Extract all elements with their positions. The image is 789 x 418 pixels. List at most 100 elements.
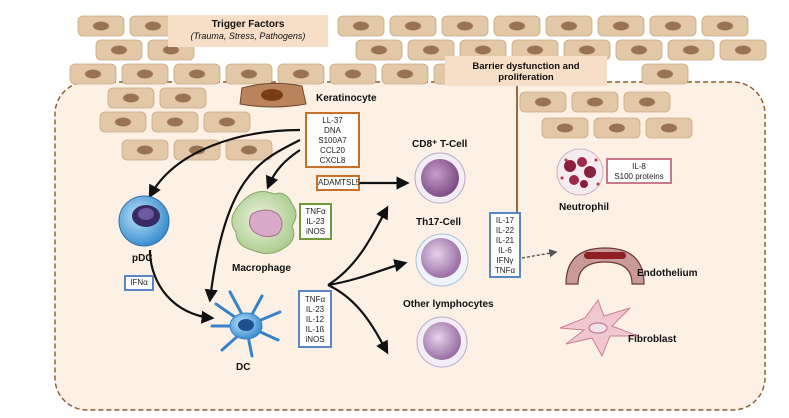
- barrier-line2: proliferation: [498, 72, 554, 83]
- neutrophil-factors-box: IL-8 S100 proteins: [606, 158, 672, 184]
- factor-item: IFNγ: [496, 256, 514, 265]
- factor-item: CCL20: [320, 146, 345, 155]
- keratinocyte-nucleus: [293, 69, 309, 79]
- keratinocyte-nucleus: [535, 97, 551, 107]
- factor-item: IL-8: [632, 162, 646, 171]
- trigger-subtitle: (Trauma, Stress, Pathogens): [190, 31, 306, 41]
- keratinocyte-nucleus: [137, 69, 153, 79]
- macrophage-factors-box: TNFα IL-23 iNOS: [299, 203, 332, 240]
- cd8-tcell: [414, 152, 466, 204]
- factor-item: IL-23: [305, 305, 325, 314]
- factor-item: S100 proteins: [614, 172, 664, 181]
- keratinocyte-label: Keratinocyte: [316, 93, 377, 104]
- keratinocyte-nucleus: [661, 123, 677, 133]
- keratinocyte-nucleus: [631, 45, 647, 55]
- factor-item: IL-1ß: [305, 325, 325, 334]
- keratinocyte-nucleus: [353, 21, 369, 31]
- factor-item: CXCL8: [319, 156, 346, 165]
- keratinocyte-nucleus: [423, 45, 439, 55]
- keratinocyte-nucleus: [241, 69, 257, 79]
- keratinocyte-nucleus: [371, 45, 387, 55]
- endothelium-vessel: [565, 247, 645, 285]
- keratinocyte-cell: [239, 82, 307, 108]
- ifna-label: IFNα: [130, 278, 148, 287]
- keratinocyte-nucleus: [735, 45, 751, 55]
- trigger-factors-header: Trigger Factors (Trauma, Stress, Pathoge…: [168, 15, 328, 47]
- trigger-title: Trigger Factors: [211, 19, 285, 30]
- keratinocyte-nucleus: [561, 21, 577, 31]
- factor-item: S100A7: [318, 136, 347, 145]
- pdc-cell: [118, 195, 170, 247]
- fibroblast-cell: [559, 298, 639, 358]
- factor-item: iNOS: [305, 335, 325, 344]
- dc-label: DC: [236, 362, 251, 373]
- dc-body: [229, 312, 263, 340]
- adamtsl5-box: ADAMTSL5: [316, 175, 360, 191]
- factor-item: iNOS: [305, 227, 326, 236]
- keratinocyte-nucleus: [189, 69, 205, 79]
- factor-item: IL-23: [306, 217, 325, 226]
- keratinocyte-nucleus: [557, 123, 573, 133]
- endothelium-label: Endothelium: [637, 268, 698, 279]
- factor-item: DNA: [324, 126, 341, 135]
- keratinocyte-nucleus: [457, 21, 473, 31]
- keratinocyte-nucleus: [639, 97, 655, 107]
- keratinocyte-nucleus: [579, 45, 595, 55]
- keratinocyte-nucleus: [475, 45, 491, 55]
- factor-item: IL-6: [498, 246, 512, 255]
- keratinocyte-nucleus: [241, 145, 257, 155]
- other-lymphocyte: [416, 316, 468, 368]
- keratinocyte-nucleus: [137, 145, 153, 155]
- keratinocyte-factors-box: LL-37 DNA S100A7 CCL20 CXCL8: [305, 112, 360, 168]
- factor-item: IL-17: [495, 216, 515, 225]
- barrier-header: Barrier dysfunction and proliferation: [445, 56, 607, 86]
- barrier-line1: Barrier dysfunction and: [472, 61, 580, 72]
- keratinocyte-nucleus: [219, 117, 235, 127]
- ifna-box: IFNα: [124, 275, 154, 291]
- keratinocyte-nucleus: [175, 93, 191, 103]
- pdc-label: pDC: [132, 253, 153, 264]
- neutrophil-cell: [556, 148, 604, 196]
- factor-item: TNFα: [494, 266, 516, 275]
- keratinocyte-nucleus: [717, 21, 733, 31]
- keratinocyte-nucleus: [397, 69, 413, 79]
- adamtsl5-label: ADAMTSL5: [318, 178, 361, 187]
- lymphocyte-cytokines-box: IL-17 IL-22 IL-21 IL-6 IFNγ TNFα: [489, 212, 521, 278]
- keratinocyte-nucleus: [93, 21, 109, 31]
- factor-item: TNFα: [305, 207, 326, 216]
- keratinocyte-layer: [69, 15, 767, 161]
- cd8-label: CD8⁺ T-Cell: [412, 139, 468, 150]
- th17-label: Th17-Cell: [416, 217, 462, 228]
- keratinocyte-nucleus: [189, 145, 205, 155]
- keratinocyte-nucleus: [115, 117, 131, 127]
- th17-cell: [415, 233, 469, 287]
- pathway-arrows: [148, 128, 410, 355]
- keratinocyte-nucleus: [509, 21, 525, 31]
- dc-factors-box: TNFα IL-23 IL-12 IL-1ß iNOS: [298, 290, 332, 348]
- macrophage-cell: [231, 191, 297, 254]
- keratinocyte-nucleus: [613, 21, 629, 31]
- keratinocyte-nucleus: [657, 69, 673, 79]
- factor-item: IL-12: [305, 315, 325, 324]
- factor-item: IL-22: [495, 226, 515, 235]
- macrophage-label: Macrophage: [232, 263, 291, 274]
- keratinocyte-nucleus: [145, 21, 161, 31]
- cytokine-dashed-arrow: [521, 249, 558, 259]
- factor-item: IL-21: [495, 236, 515, 245]
- keratinocyte-nucleus: [85, 69, 101, 79]
- factor-item: LL-37: [322, 116, 343, 125]
- keratinocyte-nucleus: [345, 69, 361, 79]
- keratinocyte-nucleus: [111, 45, 127, 55]
- keratinocyte-nucleus: [405, 21, 421, 31]
- keratinocyte-nucleus: [683, 45, 699, 55]
- keratinocyte-nucleus: [167, 117, 183, 127]
- other-lymphocytes-label: Other lymphocytes: [403, 299, 494, 310]
- keratinocyte-nucleus: [609, 123, 625, 133]
- keratinocyte-nucleus: [163, 45, 179, 55]
- keratinocyte-nucleus: [665, 21, 681, 31]
- neutrophil-label: Neutrophil: [559, 202, 609, 213]
- factor-item: TNFα: [304, 295, 326, 304]
- keratinocyte-nucleus: [587, 97, 603, 107]
